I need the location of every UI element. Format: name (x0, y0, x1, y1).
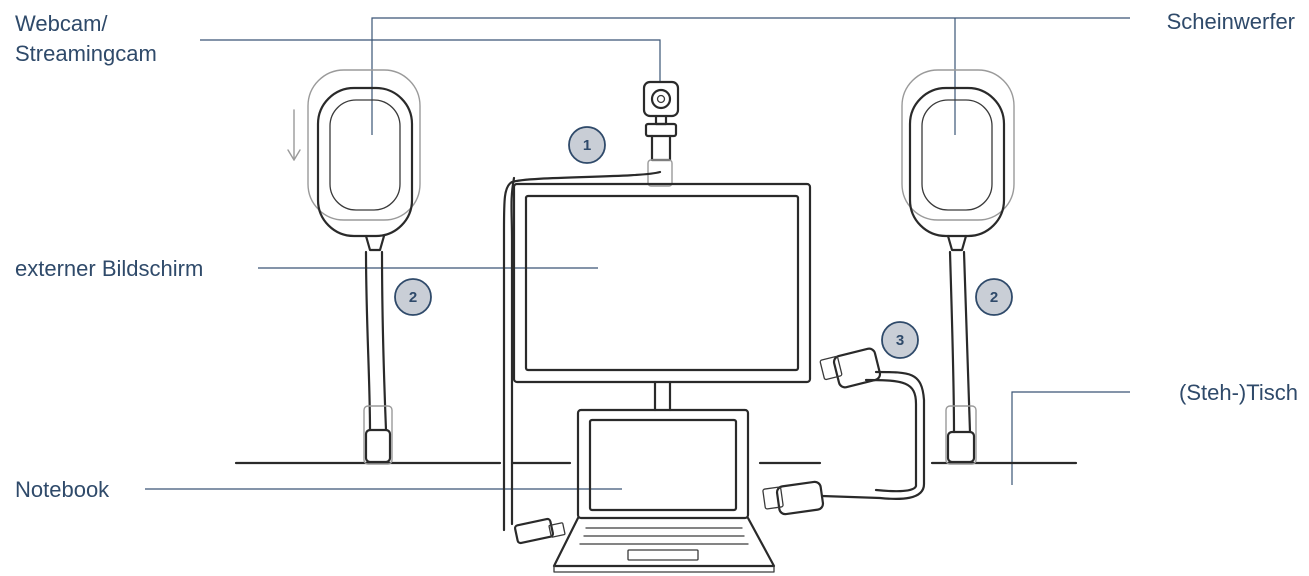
badge-3: 3 (881, 321, 919, 359)
badge-2-left-number: 2 (409, 289, 417, 306)
label-scheinwerfer: Scheinwerfer (1167, 9, 1295, 34)
badge-1-number: 1 (583, 137, 591, 154)
label-bildschirm: externer Bildschirm (15, 256, 203, 281)
badge-2-left: 2 (394, 278, 432, 316)
scheinwerfer-leader (371, 17, 1130, 135)
notebook (552, 408, 776, 573)
badge-2-right: 2 (975, 278, 1013, 316)
label-webcam-line1: Webcam/ (15, 11, 108, 36)
tisch-leader (1011, 391, 1130, 485)
label-notebook: Notebook (15, 477, 110, 502)
badge-3-number: 3 (896, 332, 904, 349)
label-tisch: (Steh-)Tisch (1179, 380, 1298, 405)
webcam-leader (200, 39, 661, 82)
badge-2-right-number: 2 (990, 289, 998, 306)
leader-lines (145, 17, 1130, 490)
labels: Webcam/ Streamingcam Scheinwerfer extern… (15, 9, 1298, 502)
cables (502, 170, 926, 545)
label-webcam-line2: Streamingcam (15, 41, 157, 66)
right-light (901, 69, 1015, 465)
badge-1: 1 (568, 126, 606, 164)
external-monitor (512, 182, 812, 412)
left-light (287, 69, 421, 465)
webcam (642, 80, 680, 187)
